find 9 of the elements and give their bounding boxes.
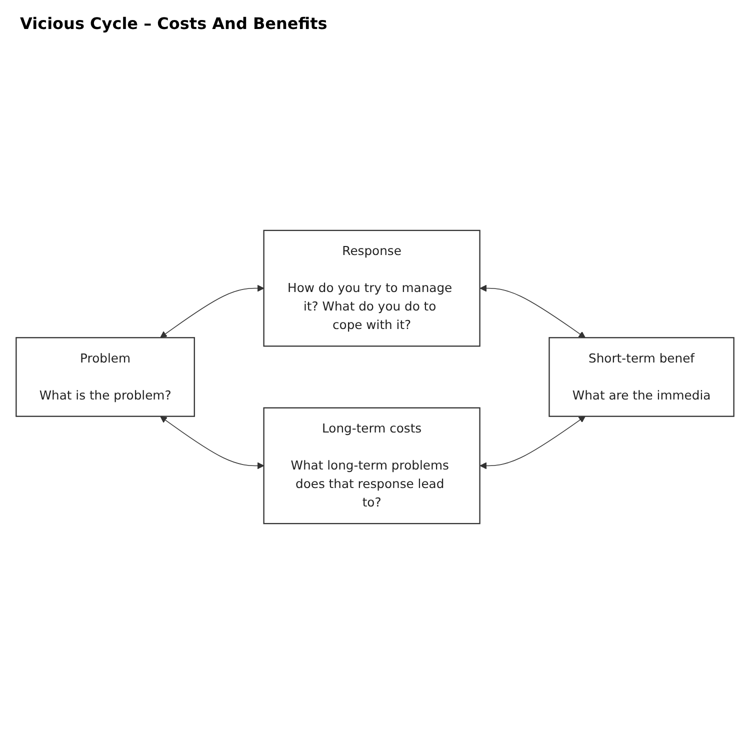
arrow [480,284,586,338]
node-box: Response How do you try to manage it? What do you do to cope with it? [263,230,480,347]
node-box: Short-term benef What are the immedia [548,337,734,417]
arrow [160,284,264,338]
title: Vicious Cycle – Costs And Benefits [20,14,328,33]
arrow [160,416,264,470]
node-box: Problem What is the problem? [16,337,195,417]
arrow [480,416,586,470]
node-box: Long-term costs What long-term problems does that response lead to? [263,407,480,524]
